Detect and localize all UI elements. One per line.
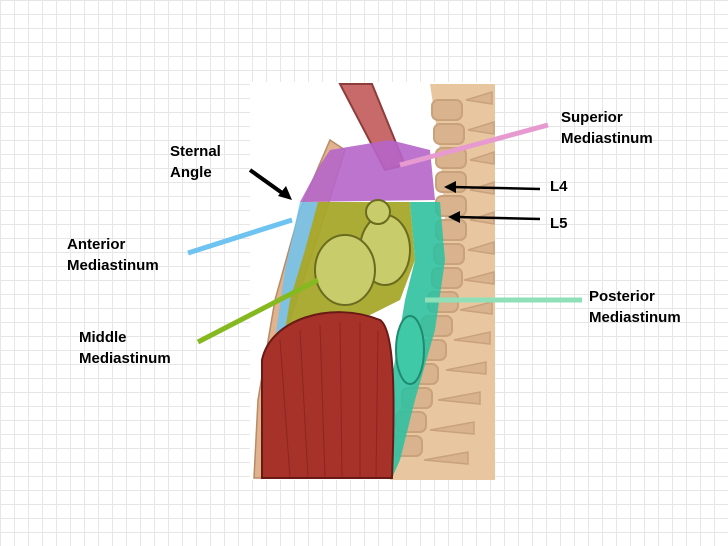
sternal-angle-arrowhead (278, 186, 292, 200)
spinous-processes (423, 90, 495, 465)
superior-mediastinum-region (300, 140, 435, 202)
l5-arrow-line (455, 215, 541, 221)
l5-arrowhead (448, 211, 460, 223)
l4-label: L4 (550, 178, 568, 195)
muscle-fibers (279, 321, 379, 479)
anatomy-illustration (250, 82, 495, 480)
sternal-angle-label: Sternal Angle (170, 143, 221, 181)
posterior-mediastinum-label: Posterior Mediastinum (589, 288, 681, 326)
l4-arrowhead (444, 181, 456, 193)
pointers (187, 122, 582, 345)
sternal-angle-arrow (248, 168, 287, 197)
superior-mediastinum-label: Superior Mediastinum (561, 109, 653, 147)
diaphragm (261, 311, 395, 479)
esophagus (395, 315, 425, 385)
anterior-pointer-line (187, 217, 293, 256)
l5-label: L5 (550, 215, 568, 232)
middle-mediastinum-label: Middle Mediastinum (79, 329, 171, 367)
heart (314, 199, 411, 306)
middle-pointer-line (196, 277, 320, 345)
l4-arrow-line (451, 185, 541, 191)
superior-pointer-line (399, 122, 549, 168)
anterior-mediastinum-label: Anterior Mediastinum (67, 236, 159, 274)
